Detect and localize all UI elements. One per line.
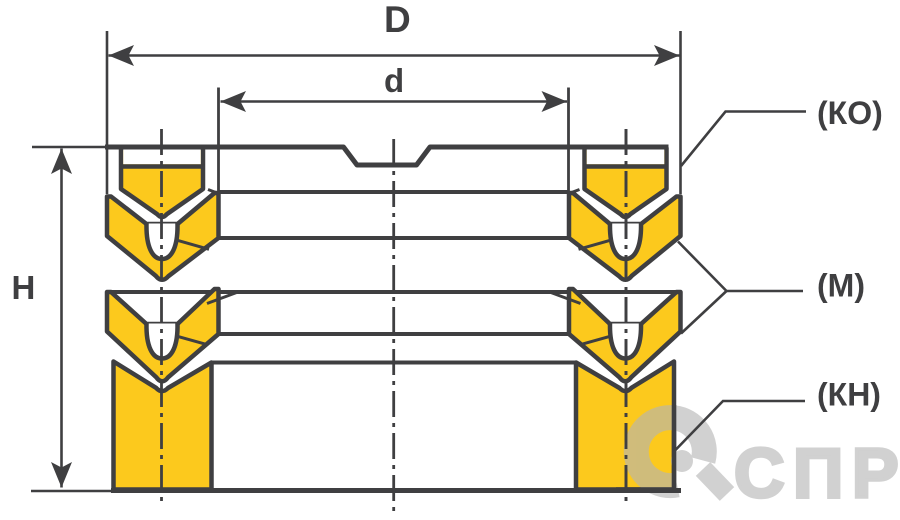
svg-text:d: d: [384, 62, 404, 99]
svg-text:(М): (М): [817, 268, 865, 304]
svg-text:H: H: [12, 269, 36, 306]
svg-text:D: D: [384, 0, 411, 40]
svg-text:СПР: СПР: [734, 434, 900, 512]
svg-text:(КН): (КН): [817, 377, 881, 413]
svg-text:(КО): (КО): [817, 95, 883, 131]
